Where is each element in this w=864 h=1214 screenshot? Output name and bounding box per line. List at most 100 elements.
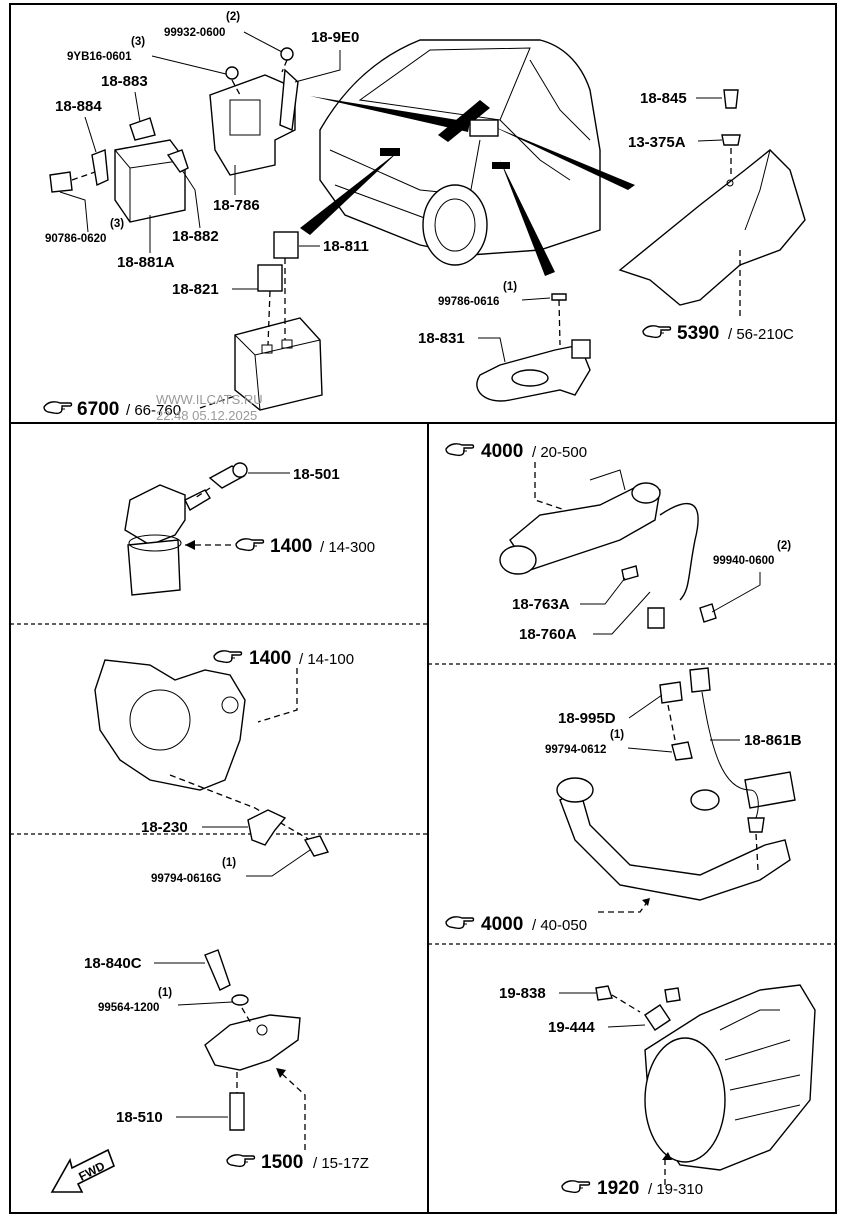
leader-line xyxy=(478,337,506,363)
leader-line xyxy=(169,774,311,841)
engine-block-illustration xyxy=(94,659,246,791)
pointer-arrow xyxy=(500,160,555,276)
part-qty: (1) xyxy=(610,729,624,741)
pointer-arrow xyxy=(310,96,470,132)
part-label: 99940-0600 xyxy=(713,555,774,567)
ecu-illustration xyxy=(49,117,189,223)
part-label: 18-861B xyxy=(744,732,802,749)
section-front-o2-sensor: 4000 / 20-500 18-763A 18-760A (2) 99940-… xyxy=(445,441,791,643)
watermark: 22.48 05.12.2025 xyxy=(156,408,257,423)
part-label: 99786-0616 xyxy=(438,296,499,308)
bolt-illustration xyxy=(671,741,693,761)
part-label: 99794-0616G xyxy=(151,873,221,885)
ref-5390[interactable]: 5390 / 56-210C xyxy=(642,323,794,344)
relay-illustration xyxy=(273,231,299,259)
part-label: 18-821 xyxy=(172,281,219,298)
section-transmission-sensor: 19-838 19-444 1920 / 19-310 xyxy=(499,984,816,1199)
part-label: 18-230 xyxy=(141,819,188,836)
svg-text:1920: 1920 xyxy=(597,1178,639,1199)
part-label: 18-845 xyxy=(640,90,687,107)
part-label: 99932-0600 xyxy=(164,27,225,39)
section-rear-o2-sensor: 18-995D (1) 99794-0612 18-861B 4000 / 40… xyxy=(445,667,802,935)
o2-sensor-illustration xyxy=(621,502,717,629)
part-label: 18-831 xyxy=(418,330,465,347)
leader-line xyxy=(257,668,298,723)
part-label: 18-501 xyxy=(293,466,340,483)
leader-line xyxy=(627,747,673,753)
part-label: 18-995D xyxy=(558,710,616,727)
component-marker xyxy=(492,162,510,169)
svg-text:6700: 6700 xyxy=(77,399,119,420)
part-label: 18-9E0 xyxy=(311,29,359,46)
leader-line xyxy=(711,572,761,613)
ref-1920-19-310[interactable]: 1920 / 19-310 xyxy=(561,1178,703,1199)
svg-text:4000: 4000 xyxy=(481,441,523,462)
ref-1400-14-300[interactable]: 1400 / 14-300 xyxy=(235,536,375,557)
vehicle-illustration xyxy=(319,39,601,266)
leader-line xyxy=(134,91,141,123)
ref-1400-14-100[interactable]: 1400 / 14-100 xyxy=(213,648,354,669)
leader-line xyxy=(697,139,723,142)
pointer-arrow xyxy=(300,150,400,235)
fwd-arrow: FWD xyxy=(50,1148,116,1193)
section-crank-sensor: 1400 / 14-100 18-230 (1) 99794-0616G xyxy=(94,648,354,885)
catalytic-converter-illustration xyxy=(499,469,661,575)
ref-1500-15-17z[interactable]: 1500 / 15-17Z xyxy=(226,1152,369,1173)
part-label: 19-838 xyxy=(499,985,546,1002)
svg-text:5390: 5390 xyxy=(677,323,719,344)
svg-text:/ 20-500: / 20-500 xyxy=(532,444,587,461)
part-label: 18-786 xyxy=(213,197,260,214)
svg-text:/ 15-17Z: / 15-17Z xyxy=(313,1155,369,1172)
part-qty: (1) xyxy=(503,281,517,293)
bracket-illustration xyxy=(659,681,683,704)
part-label: 18-883 xyxy=(101,73,148,90)
cowl-illustration xyxy=(618,89,806,320)
leader-line xyxy=(628,694,663,719)
part-label: 18-882 xyxy=(172,228,219,245)
part-label: 18-881A xyxy=(117,254,175,271)
part-label: 90786-0620 xyxy=(45,233,106,245)
leader-line xyxy=(521,297,551,301)
leader-line xyxy=(294,50,341,83)
ref-6700[interactable]: 6700 / 66-760 xyxy=(43,399,181,420)
part-label: 19-444 xyxy=(548,1019,595,1036)
leader-line xyxy=(593,591,651,635)
leader-line xyxy=(151,55,227,75)
part-label: 18-510 xyxy=(116,1109,163,1126)
component-marker xyxy=(380,148,400,156)
part-label: 9YB16-0601 xyxy=(67,51,132,63)
leader-line xyxy=(199,394,239,409)
part-qty: (2) xyxy=(226,11,240,23)
bolt-illustration xyxy=(303,835,330,857)
part-label: 18-840C xyxy=(84,955,142,972)
relay-box-illustration xyxy=(234,258,323,411)
oil-pressure-switch-illustration xyxy=(208,462,248,489)
svg-text:1400: 1400 xyxy=(249,648,291,669)
oil-filter-illustration xyxy=(124,484,211,596)
coolant-temp-sensor-illustration xyxy=(204,949,249,1006)
svg-text:1500: 1500 xyxy=(261,1152,303,1173)
leader-line xyxy=(59,191,89,233)
relay-illustration xyxy=(257,264,283,292)
leader-line xyxy=(181,169,201,229)
leader-line xyxy=(84,116,97,153)
pointer-arrow xyxy=(438,100,490,142)
ref-4000-40-050[interactable]: 4000 / 40-050 xyxy=(445,914,587,935)
part-qty: (2) xyxy=(777,540,791,552)
part-label: 13-375A xyxy=(628,134,686,151)
section-coolant-temp: 18-840C (1) 99564-1200 18-510 1500 / 15-… xyxy=(50,949,369,1193)
part-label: 99794-0612 xyxy=(545,744,606,756)
speed-sensor-illustration xyxy=(595,985,681,1031)
section-top: 18-9E0 (2) 99932-0600 (3) 9YB16-0601 18-… xyxy=(43,11,806,423)
leader-line xyxy=(279,1071,306,1150)
part-qty: (3) xyxy=(131,36,145,48)
part-label: 18-811 xyxy=(323,238,369,255)
section-frames xyxy=(9,3,837,1214)
svg-text:/ 19-310: / 19-310 xyxy=(648,1181,703,1198)
ref-4000-20-500[interactable]: 4000 / 20-500 xyxy=(445,441,587,462)
leader-line xyxy=(177,1001,233,1006)
part-label: 99564-1200 xyxy=(98,1002,159,1014)
outer-border xyxy=(9,3,837,1214)
svg-text:/ 40-050: / 40-050 xyxy=(532,917,587,934)
